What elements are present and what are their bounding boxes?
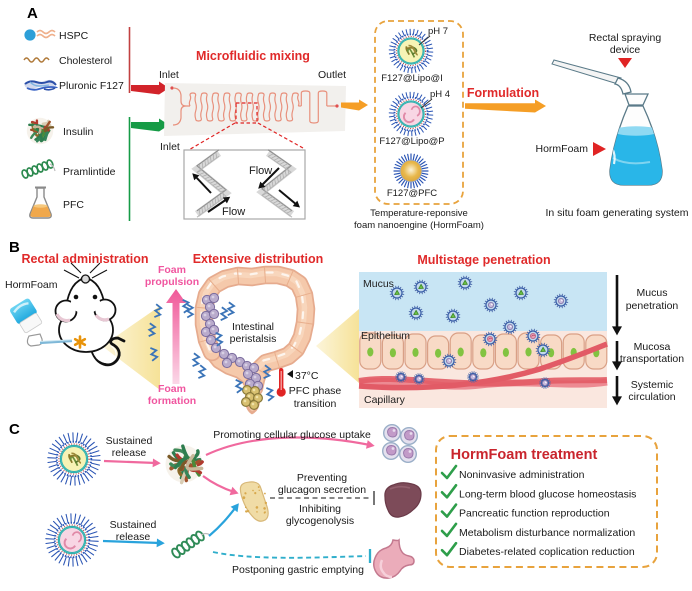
svg-text:foam nanoengine (HormFoam): foam nanoengine (HormFoam) bbox=[354, 220, 484, 231]
svg-text:Flow: Flow bbox=[249, 165, 272, 177]
svg-text:transportation: transportation bbox=[620, 353, 684, 365]
svg-text:Sustained: Sustained bbox=[110, 519, 157, 531]
svg-text:Pancreatic function reproducti: Pancreatic function reproduction bbox=[459, 508, 610, 520]
svg-text:pH 4: pH 4 bbox=[430, 89, 450, 100]
svg-text:Mucus: Mucus bbox=[363, 278, 394, 290]
svg-text:Extensive distribution: Extensive distribution bbox=[193, 252, 324, 266]
svg-text:Foam: Foam bbox=[158, 264, 186, 276]
svg-text:release: release bbox=[116, 531, 151, 543]
svg-text:peristalsis: peristalsis bbox=[230, 333, 277, 345]
svg-text:transition: transition bbox=[294, 398, 337, 410]
svg-text:penetration: penetration bbox=[626, 300, 679, 312]
svg-text:Microfluidic mixing: Microfluidic mixing bbox=[196, 49, 310, 63]
svg-text:device: device bbox=[610, 44, 641, 56]
svg-text:C: C bbox=[9, 421, 20, 438]
svg-text:Outlet: Outlet bbox=[318, 69, 346, 81]
svg-text:Postponing gastric emptying: Postponing gastric emptying bbox=[232, 564, 364, 576]
svg-text:Temperature-reponsive: Temperature-reponsive bbox=[370, 208, 468, 219]
svg-text:PFC phase: PFC phase bbox=[289, 385, 342, 397]
svg-text:B: B bbox=[9, 239, 20, 256]
svg-text:Systemic: Systemic bbox=[631, 379, 674, 391]
svg-text:Insulin: Insulin bbox=[63, 126, 94, 138]
svg-text:Metabolism disturbance normali: Metabolism disturbance normalization bbox=[459, 527, 635, 539]
svg-text:HormFoam treatment: HormFoam treatment bbox=[451, 447, 598, 463]
svg-text:Inhibiting: Inhibiting bbox=[299, 503, 341, 515]
svg-text:pH 7: pH 7 bbox=[428, 26, 448, 37]
svg-text:propulsion: propulsion bbox=[145, 276, 199, 288]
svg-text:37°C: 37°C bbox=[295, 370, 319, 382]
svg-text:PFC: PFC bbox=[63, 199, 84, 211]
svg-text:In situ foam generating system: In situ foam generating system bbox=[546, 207, 689, 219]
svg-text:Mucosa: Mucosa bbox=[634, 341, 671, 353]
svg-text:Pramlintide: Pramlintide bbox=[63, 166, 116, 178]
svg-text:HormFoam: HormFoam bbox=[5, 279, 58, 291]
svg-text:F127@Lipo@I: F127@Lipo@I bbox=[381, 73, 443, 84]
svg-text:F127@Lipo@P: F127@Lipo@P bbox=[379, 136, 444, 147]
svg-text:F127@PFC: F127@PFC bbox=[387, 188, 437, 199]
svg-text:glucagon secretion: glucagon secretion bbox=[278, 484, 366, 496]
svg-text:Formulation: Formulation bbox=[467, 86, 539, 100]
svg-text:Promoting cellular glucose upt: Promoting cellular glucose uptake bbox=[213, 429, 371, 441]
svg-text:glycogenolysis: glycogenolysis bbox=[286, 515, 354, 527]
svg-text:Flow: Flow bbox=[222, 206, 245, 218]
svg-text:Pluronic F127: Pluronic F127 bbox=[59, 80, 124, 92]
svg-text:HSPC: HSPC bbox=[59, 30, 89, 42]
svg-text:Preventing: Preventing bbox=[297, 472, 347, 484]
svg-text:Rectal spraying: Rectal spraying bbox=[589, 32, 662, 44]
svg-text:Sustained: Sustained bbox=[106, 435, 153, 447]
svg-text:Diabetes-related coplication r: Diabetes-related coplication reduction bbox=[459, 546, 635, 558]
svg-text:circulation: circulation bbox=[628, 391, 675, 403]
svg-text:release: release bbox=[112, 447, 147, 459]
svg-text:HormFoam: HormFoam bbox=[535, 143, 588, 155]
svg-text:Cholesterol: Cholesterol bbox=[59, 55, 112, 67]
svg-text:Intestinal: Intestinal bbox=[232, 321, 274, 333]
svg-text:formation: formation bbox=[148, 395, 196, 407]
svg-text:Epithelium: Epithelium bbox=[361, 330, 410, 342]
svg-text:Foam: Foam bbox=[158, 383, 186, 395]
svg-text:A: A bbox=[27, 5, 38, 22]
svg-text:Long-term blood glucose homeos: Long-term blood glucose homeostasis bbox=[459, 488, 636, 500]
svg-text:Capillary: Capillary bbox=[364, 394, 406, 406]
svg-text:Inlet: Inlet bbox=[160, 141, 180, 153]
svg-text:Inlet: Inlet bbox=[159, 69, 179, 81]
svg-text:Noninvasive administration: Noninvasive administration bbox=[459, 469, 585, 481]
svg-text:Multistage penetration: Multistage penetration bbox=[417, 253, 550, 267]
svg-text:Rectal administration: Rectal administration bbox=[21, 252, 148, 266]
svg-text:Mucus: Mucus bbox=[637, 287, 668, 299]
